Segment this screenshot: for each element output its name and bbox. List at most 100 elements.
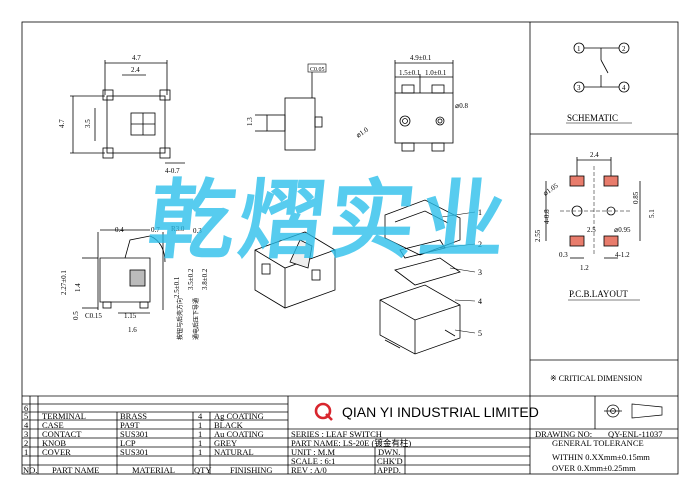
balloon-3: 3 <box>478 268 482 277</box>
note-v1: 按钮与后壳方向 <box>176 298 184 340</box>
critical-note: ※ CRITICAL DIMENSION <box>550 374 642 383</box>
company-logo-icon <box>314 402 333 421</box>
balloon-2: 2 <box>478 240 482 249</box>
bom-row-3-material: SUS301 <box>120 429 149 439</box>
part-name-text: PART NAME: LS-20E (镀金有柱) <box>291 438 412 448</box>
part-knob <box>399 239 446 259</box>
balloon-4: 4 <box>478 297 482 306</box>
bom-row-5-finish: Ag COATING <box>214 411 264 421</box>
tolerance-within: WITHIN 0.XXmm±0.15mm <box>552 452 650 462</box>
dim-pcb-d105: ⌀1.05 <box>542 181 560 197</box>
bom-row-1-material: SUS301 <box>120 447 149 457</box>
dim-top-d407: 4-0.7 <box>165 167 180 175</box>
bom-header-qty: QTY <box>194 465 212 475</box>
dim-sec-35: 3.5±0.2 <box>187 268 195 290</box>
dim-top-h35: 3.5 <box>84 119 92 128</box>
bom-row-2-part: KNOB <box>42 438 67 448</box>
outer-frame <box>21 21 679 475</box>
rev-text: REV : A/0 <box>291 465 327 475</box>
bom-row-5-qty: 4 <box>198 411 203 421</box>
dim-sec-07: 0.7 <box>151 226 160 234</box>
dim-top-h47: 4.7 <box>58 119 66 128</box>
bom-header-material: MATERIAL <box>132 465 175 475</box>
pin-4: 4 <box>622 84 626 92</box>
pcb-title: P.C.B.LAYOUT <box>569 289 628 299</box>
watermark: 乾熠实业 <box>143 171 515 271</box>
dim-pcb-12: 1.2 <box>580 264 589 272</box>
appd-label: APPD. <box>377 465 401 475</box>
dim-front-10: 1.0±0.1 <box>425 69 447 77</box>
bom-row-1-no: 1 <box>24 447 29 457</box>
chkd-label: CHK'D <box>377 456 403 466</box>
bom-header-part: PART NAME <box>52 465 100 475</box>
schematic-title: SCHEMATIC <box>567 113 618 123</box>
dim-sec-04: 0.4 <box>115 226 124 234</box>
bom-header-finish: FINISHING <box>230 465 273 475</box>
bom-row-2-qty: 1 <box>198 438 203 448</box>
tolerance-title: GENERAL TOLERANCE <box>552 438 644 448</box>
bom-row-5-no: 5 <box>24 411 29 421</box>
scale-text: SCALE : 6:1 <box>291 456 336 466</box>
bom-row-3-finish: Au COATING <box>214 429 264 439</box>
dim-sec-115: 1.15 <box>124 312 137 320</box>
company-name: QIAN YI INDUSTRIAL LIMITED <box>342 404 539 420</box>
dim-front-49: 4.9±0.1 <box>410 54 432 62</box>
bom-row-4-material: PA9T <box>120 420 140 430</box>
schematic-symbol <box>573 42 630 93</box>
bom-row-2-no: 2 <box>24 438 29 448</box>
dwn-label: DWN. <box>378 447 401 457</box>
section-view <box>82 229 166 314</box>
projection-symbol-icon <box>604 403 663 419</box>
bom-row-3-qty: 1 <box>198 429 203 439</box>
bom-row-1-qty: 1 <box>198 447 203 457</box>
bom-row-3-part: CONTACT <box>42 429 82 439</box>
bom-row-2-material: LCP <box>120 438 136 448</box>
drawing-no-label: DRAWING NO: <box>535 429 593 439</box>
bom-row-5-part: TERMINAL <box>42 411 86 421</box>
dim-front-15: 1.5±0.1 <box>399 69 421 77</box>
title-block-grid <box>288 396 678 474</box>
front-view <box>394 60 454 152</box>
dim-sec-05: 0.5 <box>72 311 80 320</box>
balloon-1: 1 <box>478 208 482 217</box>
bom-row-1-finish: NATURAL <box>214 447 254 457</box>
balloon-5: 5 <box>478 329 482 338</box>
dim-pcb-412: 4-1.2 <box>615 251 630 259</box>
part-cover <box>384 199 461 256</box>
side-view <box>255 72 323 151</box>
dim-pcb-25: 2.5 <box>587 226 596 234</box>
pin-2: 2 <box>622 45 626 53</box>
bom-row-1-part: COVER <box>42 447 71 457</box>
pin-3: 3 <box>577 84 581 92</box>
dim-sec-03: 0.3 <box>193 227 202 235</box>
dim-front-d08: ⌀0.8 <box>455 102 468 110</box>
series-text: SERIES : LEAF SWITCH <box>291 429 382 439</box>
drawing-no-value: QY-ENL-11037 <box>608 429 663 439</box>
dim-pcb-03: 0.3 <box>559 251 568 259</box>
pin-1: 1 <box>577 45 581 53</box>
dim-top-w47: 4.7 <box>132 54 141 62</box>
bom-row-4-part: CASE <box>42 420 64 430</box>
part-contact <box>394 257 461 286</box>
dim-pcb-51: 5.1 <box>648 209 656 218</box>
bom-row-3-no: 3 <box>24 429 29 439</box>
bom-row-4-no: 4 <box>24 420 29 430</box>
dim-pcb-d095: ⌀0.95 <box>614 226 631 234</box>
dim-pcb-255: 2.55 <box>534 229 542 242</box>
bom-row-5-material: BRASS <box>120 411 147 421</box>
bom-row-2-finish: GREY <box>214 438 238 448</box>
tolerance-over: OVER 0.Xmm±0.25mm <box>552 463 636 473</box>
dim-pcb-408: 4-0.8 <box>543 209 551 224</box>
dim-sec-14: 1.4 <box>74 283 82 292</box>
dim-top-w24: 2.4 <box>131 66 140 74</box>
dim-pcb-085: 0.85 <box>632 191 640 204</box>
dim-sec-227: 2.27±0.1 <box>60 270 68 295</box>
pcb-pattern <box>545 157 641 259</box>
iso-exploded <box>379 199 461 355</box>
side-tag: C0.05 <box>310 67 325 73</box>
bom-header-no: NO. <box>23 465 38 475</box>
dim-sec-r30: R3.0 <box>171 225 185 233</box>
dim-sec-16: 1.6 <box>128 326 137 334</box>
dim-side-13: 1.3 <box>246 117 254 126</box>
note-v2: 通电后压下导通 <box>192 298 200 340</box>
